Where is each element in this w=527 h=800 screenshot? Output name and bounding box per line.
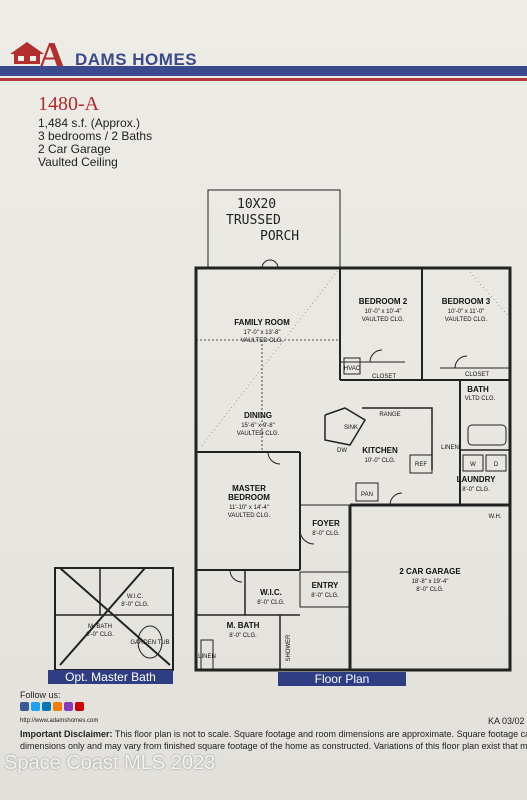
master-bedroom-clg: VAULTED CLG. bbox=[228, 513, 271, 519]
dining-dim: 15'-6" x 9'-8" bbox=[241, 423, 275, 429]
entry-label: ENTRY bbox=[312, 581, 339, 590]
dining-clg: VAULTED CLG. bbox=[237, 431, 280, 437]
bedroom3-dim: 10'-0" x 11'-0" bbox=[448, 309, 484, 315]
dining-label: DINING bbox=[244, 411, 272, 420]
garage-dim: 18'-8" x 19'-4" bbox=[412, 579, 449, 585]
linen-label-mbath: LINEN bbox=[198, 654, 216, 660]
alt-tub-label: GARDEN TUB bbox=[130, 640, 169, 646]
laundry-clg: 8'-0" CLG. bbox=[462, 487, 490, 493]
alt-wic-clg: 8'-0" CLG. bbox=[121, 602, 149, 608]
washer-label: W bbox=[470, 462, 476, 468]
sink-label: SINK bbox=[344, 425, 358, 431]
dishwasher-label: DW bbox=[337, 448, 347, 454]
spec-ceiling: Vaulted Ceiling bbox=[38, 155, 118, 169]
foyer-clg: 8'-0" CLG. bbox=[312, 531, 340, 537]
laundry-label: LAUNDRY bbox=[457, 475, 496, 484]
bedroom2-label: BEDROOM 2 bbox=[359, 297, 408, 306]
master-bedroom-label-1: MASTER bbox=[232, 484, 266, 493]
bath-clg: VLTD CLG. bbox=[465, 396, 496, 402]
family-room-clg: VAULTED CLG. bbox=[241, 338, 284, 344]
master-bedroom-label-2: BEDROOM bbox=[228, 493, 270, 502]
alt-mbath-label: M. BATH bbox=[88, 624, 112, 630]
master-bath-label: M. BATH bbox=[227, 621, 260, 630]
closet-label-bed2: CLOSET bbox=[372, 374, 396, 380]
refrigerator-label: REF bbox=[415, 462, 427, 468]
closet-label-bed3: CLOSET bbox=[465, 372, 489, 378]
bath-label: BATH bbox=[467, 385, 489, 394]
brand-stripe bbox=[0, 66, 527, 76]
spec-list: 1,484 s.f. (Approx.) 3 bedrooms / 2 Bath… bbox=[38, 117, 152, 169]
bedroom2-clg: VAULTED CLG. bbox=[362, 317, 405, 323]
opt-master-bath-label: Opt. Master Bath bbox=[48, 670, 173, 684]
disclaimer-line-2: dimensions only and may vary from finish… bbox=[20, 741, 527, 751]
follow-us-label: Follow us: bbox=[20, 690, 61, 700]
spec-garage: 2 Car Garage bbox=[38, 142, 111, 156]
entry-clg: 8'-0" CLG. bbox=[311, 593, 339, 599]
plan-code: KA 03/02 bbox=[488, 716, 525, 726]
disclaimer-line-1: This floor plan is not to scale. Square … bbox=[114, 729, 527, 739]
pantry-label: PAN bbox=[361, 492, 373, 498]
alt-mbath-clg: 8'-0" CLG. bbox=[86, 632, 114, 638]
watermark: Space Coast MLS 2023 bbox=[4, 752, 216, 774]
kitchen-label: KITCHEN bbox=[362, 446, 398, 455]
floor-plan-label: Floor Plan bbox=[278, 672, 406, 686]
disclaimer-heading: Important Disclaimer: bbox=[20, 729, 113, 739]
range-label: RANGE bbox=[379, 412, 400, 418]
youtube-icon[interactable] bbox=[75, 702, 84, 711]
porch-note-size: 10X20 bbox=[237, 197, 276, 212]
linen-label: LINEN bbox=[441, 445, 459, 451]
website-link[interactable]: http://www.adamshomes.com bbox=[20, 718, 99, 724]
brand-stripe-red bbox=[0, 78, 527, 81]
brand-name: DAMS HOMES bbox=[75, 50, 198, 69]
shower-label: SHOWER bbox=[286, 634, 292, 662]
facebook-icon[interactable] bbox=[20, 702, 29, 711]
model-number: 1480-A bbox=[38, 93, 100, 115]
hvac-label: HVAC bbox=[344, 366, 361, 372]
porch-note-label: PORCH bbox=[260, 229, 299, 244]
garage-clg: 8'-0" CLG. bbox=[416, 587, 444, 593]
alt-wic-label: W.I.C. bbox=[127, 594, 144, 600]
family-room-label: FAMILY ROOM bbox=[234, 318, 290, 327]
family-room-dim: 17'-0" x 13'-8" bbox=[244, 330, 281, 336]
house-logo-icon bbox=[10, 42, 44, 64]
bedroom3-clg: VAULTED CLG. bbox=[445, 317, 488, 323]
disclaimer: Important Disclaimer: This floor plan is… bbox=[20, 728, 527, 752]
porch-note-type: TRUSSED bbox=[226, 213, 281, 228]
master-bath-clg: 8'-0" CLG. bbox=[229, 633, 257, 639]
dryer-label: D bbox=[494, 462, 499, 468]
twitter-icon[interactable] bbox=[31, 702, 40, 711]
foyer-label: FOYER bbox=[312, 519, 340, 528]
spec-sqft: 1,484 s.f. (Approx.) bbox=[38, 116, 141, 130]
wic-label: W.I.C. bbox=[260, 588, 282, 597]
linkedin-icon[interactable] bbox=[42, 702, 51, 711]
wic-clg: 8'-0" CLG. bbox=[257, 600, 285, 606]
spec-bedrooms: 3 bedrooms / 2 Baths bbox=[38, 129, 153, 143]
water-heater-label: W.H. bbox=[489, 514, 502, 520]
blog-icon[interactable] bbox=[53, 702, 62, 711]
instagram-icon[interactable] bbox=[64, 702, 73, 711]
master-bedroom-dim: 11'-10" x 14'-4" bbox=[229, 505, 269, 511]
bedroom2-dim: 10'-0" x 10'-4" bbox=[365, 309, 402, 315]
kitchen-clg: 10'-0" CLG. bbox=[365, 458, 396, 464]
social-icons bbox=[20, 702, 84, 711]
garage-label: 2 CAR GARAGE bbox=[399, 567, 461, 576]
bedroom3-label: BEDROOM 3 bbox=[442, 297, 491, 306]
